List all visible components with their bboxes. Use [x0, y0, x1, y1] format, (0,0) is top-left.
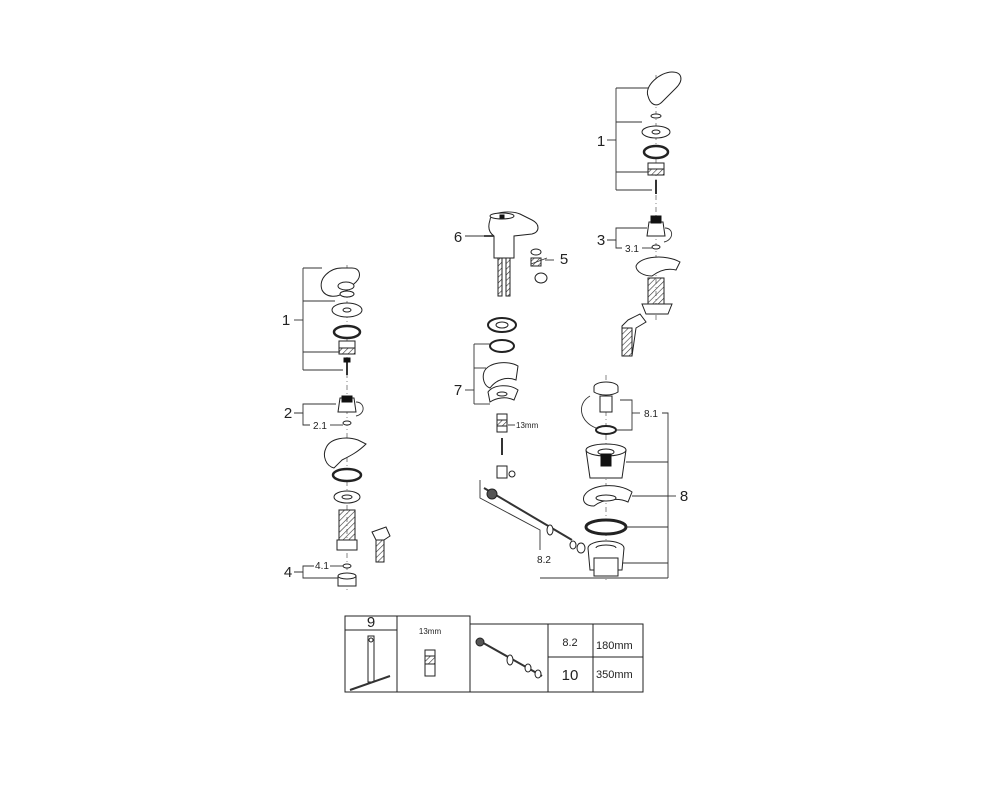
row-length-180mm: 180mm: [596, 640, 633, 652]
callout-left-2: 2: [284, 405, 292, 422]
key-tool-icon: [349, 635, 391, 691]
callout-mid-13mm: 13mm: [516, 421, 539, 430]
middle-assembly: 6 5 7 13mm: [454, 211, 586, 554]
right-assembly: 1 3 3.1: [597, 71, 682, 357]
callout-left-1: 1: [282, 312, 290, 329]
callout-left-2-1: 2.1: [313, 421, 327, 432]
socket-wrench-icon: [424, 649, 436, 677]
left-assembly: 1 2 2.1 4 4.1: [282, 265, 391, 590]
callout-right-8-1: 8.1: [644, 409, 658, 420]
pop-up-rod-icon: [475, 637, 543, 679]
drain-assembly: 8.1 8 8.2: [537, 375, 688, 580]
callout-left-4: 4: [284, 564, 292, 581]
tool-13mm-label: 13mm: [419, 627, 442, 636]
tools-table: 9 13mm 8.2 180mm 10 350mm: [344, 614, 644, 693]
callout-mid-7: 7: [454, 382, 462, 399]
callout-right-8: 8: [680, 488, 688, 505]
callout-mid-5: 5: [560, 251, 568, 268]
row-part-10: 10: [562, 667, 579, 684]
callout-right-3-1: 3.1: [625, 244, 639, 255]
callout-right-1: 1: [597, 133, 605, 150]
callout-right-8-2: 8.2: [537, 555, 551, 566]
row-length-350mm: 350mm: [596, 669, 633, 681]
callout-mid-6: 6: [454, 229, 462, 246]
tool-9-label: 9: [367, 614, 375, 631]
callout-left-4-1: 4.1: [315, 561, 329, 572]
row-part-8-2: 8.2: [562, 637, 577, 649]
callout-right-3: 3: [597, 232, 605, 249]
